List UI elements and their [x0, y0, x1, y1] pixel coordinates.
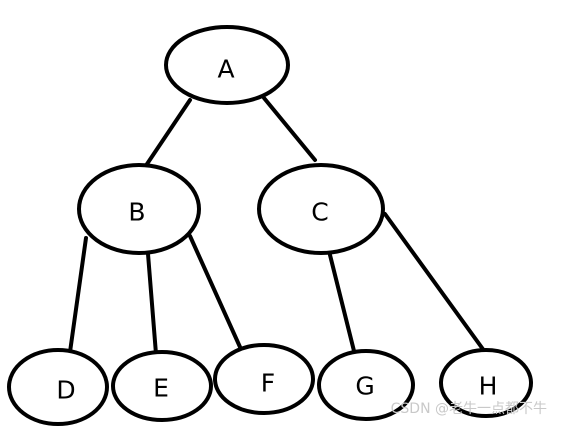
node-c-label: C: [311, 198, 328, 227]
node-c: C: [257, 163, 385, 255]
edge-c-g: [328, 253, 357, 357]
edge-b-e: [146, 252, 158, 356]
node-f-label: F: [261, 369, 275, 398]
node-f: F: [213, 343, 315, 415]
node-a-ellipse: [164, 25, 290, 105]
watermark-text: CSDN @老牛一点都不牛: [390, 401, 547, 417]
node-a-label: A: [217, 55, 234, 84]
node-h-ellipse: [439, 348, 533, 418]
node-g-label: G: [355, 372, 374, 401]
edges-layer: [68, 96, 487, 357]
node-b-ellipse: [77, 163, 201, 255]
node-e-label: E: [153, 374, 169, 403]
node-a: A: [164, 25, 290, 105]
node-g-ellipse: [317, 349, 415, 421]
node-e: E: [111, 350, 213, 422]
edge-c-h: [383, 212, 487, 354]
node-d-ellipse: [7, 348, 109, 426]
nodes-layer: A B C D E F G H: [7, 25, 533, 426]
node-h-label: H: [479, 372, 498, 401]
node-d-label: D: [56, 376, 75, 405]
edge-a-c: [262, 96, 317, 162]
node-b-label: B: [128, 198, 145, 227]
edge-a-b: [143, 98, 192, 169]
node-c-ellipse: [257, 163, 385, 255]
node-e-ellipse: [111, 350, 213, 422]
node-d: D: [7, 348, 109, 426]
node-f-ellipse: [213, 343, 315, 415]
node-h: H: [439, 348, 533, 418]
node-b: B: [77, 163, 201, 255]
node-g: G: [317, 349, 415, 421]
edge-b-f: [188, 234, 242, 349]
edge-b-d: [68, 236, 88, 354]
